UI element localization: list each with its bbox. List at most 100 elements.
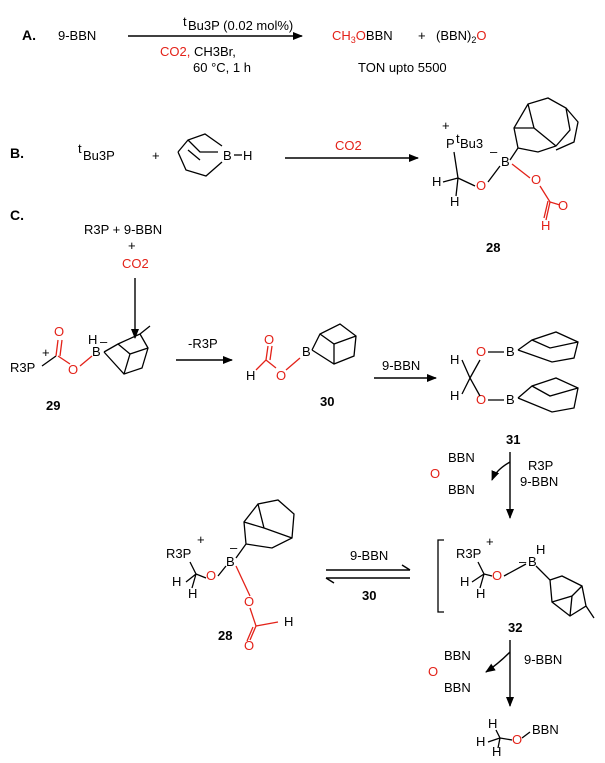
section-b-label: B. — [10, 145, 24, 161]
section-a-label: A. — [22, 27, 36, 43]
b-32: B — [528, 554, 537, 569]
eq-bottom-label: 30 — [362, 588, 376, 603]
compound-28-c: R3P + H H O B – O O H — [166, 499, 295, 653]
h-atom-b3: H — [541, 218, 550, 233]
h-28c-2: H — [188, 586, 197, 601]
h-32-1: H — [460, 574, 469, 589]
compound-32: R3P + H H O B – H — [456, 534, 595, 619]
catalyst-label: Bu3P (0.02 mol%) — [188, 18, 293, 33]
bbn-cage-b — [177, 133, 223, 177]
b-30: B — [302, 344, 311, 359]
o-28c: O — [206, 568, 216, 583]
reactant-9bbn: 9-BBN — [58, 28, 96, 43]
o-30-ester: O — [276, 368, 286, 383]
section-c-label: C. — [10, 207, 24, 223]
plus-32: + — [486, 534, 494, 549]
h-32-2: H — [476, 586, 485, 601]
o-31-bot: O — [476, 392, 486, 407]
o-final: O — [512, 732, 522, 747]
out2-bbn-top: BBN — [444, 648, 471, 663]
arrow-c1-label: -R3P — [188, 336, 218, 351]
tbu-prefix-b2: t — [456, 131, 460, 146]
h-atom-b2: H — [450, 194, 459, 209]
h-final-1: H — [488, 716, 497, 731]
compound-29-label: 29 — [46, 398, 60, 413]
start-co2: CO2 — [122, 256, 149, 271]
h-28c-3: H — [284, 614, 293, 629]
byproduct-bbn: (BBN) — [436, 28, 471, 43]
o-atom-b1: O — [476, 178, 486, 193]
b-atom-b: B — [501, 154, 510, 169]
h-29: H — [88, 332, 97, 347]
hydride-b: H — [243, 148, 252, 163]
h-31-bot: H — [450, 388, 459, 403]
byproduct: (BBN)2O — [436, 28, 487, 45]
tbu3-b: Bu3 — [460, 136, 483, 151]
start-plus: + — [128, 238, 136, 253]
product-sub: 3 — [351, 35, 356, 45]
o-32: O — [492, 568, 502, 583]
b-31-bot: B — [506, 392, 515, 407]
byproduct-o: O — [476, 28, 486, 43]
arrow-c3-branch — [491, 461, 511, 481]
plus-29: + — [42, 345, 50, 360]
product-28-bonds — [442, 97, 579, 221]
eq-top-label: 9-BBN — [350, 548, 388, 563]
eq-arrow-bottom-head — [325, 577, 335, 584]
b-28c: B — [226, 554, 235, 569]
out2-o: O — [428, 664, 438, 679]
h-32-3: H — [536, 542, 545, 557]
b-31-top: B — [506, 344, 515, 359]
product-red-ch: CH — [332, 28, 351, 43]
h-atom-b1: H — [432, 174, 441, 189]
h-final-2: H — [476, 734, 485, 749]
plus-a: + — [418, 28, 426, 43]
o-30-top: O — [264, 332, 274, 347]
reagent-label: CH3Br, — [194, 44, 236, 59]
r3p-32: R3P — [456, 546, 481, 561]
o-29-ester: O — [68, 362, 78, 377]
compound-28c-label: 28 — [218, 628, 232, 643]
b-29: B — [92, 344, 101, 359]
in-9bbn: 9-BBN — [520, 474, 558, 489]
start-line: R3P + 9-BBN — [84, 222, 162, 237]
compound-29: R3P + O O B H – — [10, 324, 151, 377]
in-r3p: R3P — [528, 458, 553, 473]
bbn-final: BBN — [532, 722, 559, 737]
arrow-c4-label: 9-BBN — [524, 652, 562, 667]
tbu3p-label: Bu3P — [83, 148, 115, 163]
p-atom-b: P — [446, 136, 455, 151]
out-bbn-bot: BBN — [448, 482, 475, 497]
arrow-c4-branch — [485, 651, 511, 673]
final-product: H H H O BBN — [476, 716, 559, 759]
charge-plus-b: + — [442, 118, 450, 133]
o-atom-b2: O — [531, 172, 541, 187]
plus-b: + — [152, 148, 160, 163]
o-29-top: O — [54, 324, 64, 339]
h-31-top: H — [450, 352, 459, 367]
product-black-bbn: BBN — [366, 28, 393, 43]
out-bbn-top: BBN — [448, 450, 475, 465]
plus-28c: + — [197, 532, 205, 547]
o-31-top: O — [476, 344, 486, 359]
o-atom-b3: O — [558, 198, 568, 213]
charge-minus-b: – — [490, 144, 498, 159]
compound-30-label: 30 — [320, 394, 334, 409]
o-28c-2: O — [244, 594, 254, 609]
co2-label: CO2, — [160, 44, 190, 59]
h-28c-1: H — [172, 574, 181, 589]
conditions-label: 60 °C, 1 h — [193, 60, 251, 75]
boron-b: B — [223, 148, 232, 163]
bracket-32 — [437, 539, 444, 613]
eq-arrow-top-head — [401, 564, 411, 571]
compound-28-b: 28 — [486, 240, 500, 255]
minus-32: – — [519, 554, 527, 569]
out2-bbn-bot: BBN — [444, 680, 471, 695]
product-red-o: O — [356, 28, 366, 43]
byproduct-sub: 2 — [471, 35, 476, 45]
tbu-prefix-b: t — [78, 141, 82, 156]
compound-32-label: 32 — [508, 620, 522, 635]
r3p-29: R3P — [10, 360, 35, 375]
compound-31-label: 31 — [506, 432, 520, 447]
